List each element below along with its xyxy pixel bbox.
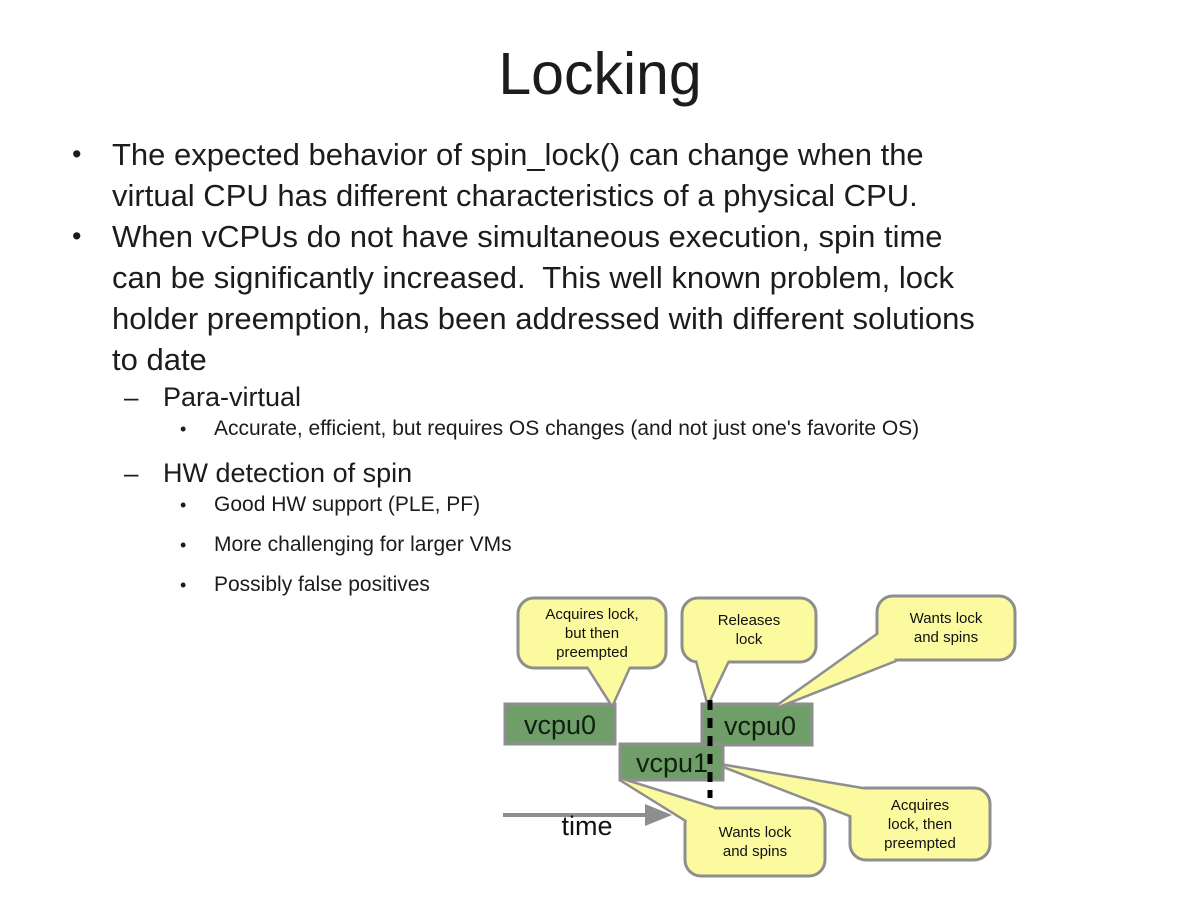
callout-wants-lock-and-spins-top-label: Wants lock and spins (909, 610, 983, 646)
callout-acquires-lock-but-then-preempted-label: Acquires lock, but then preempted (545, 605, 639, 661)
callout-acquires-lock-but-then-preempted (516, 596, 668, 707)
bullet-text: The expected behavior of spin_lock() can… (112, 137, 924, 213)
callout-acquires-lock-then-preempted (721, 763, 992, 862)
bullet-item-level-1: • When vCPUs do not have simultaneous exe… (0, 216, 1200, 380)
callout-wants-lock-and-spins-top (775, 594, 1017, 709)
callout-wants-lock-and-spins-bottom (619, 777, 827, 878)
bullet-item-level-3: • Good HW support (PLE, PF) (0, 492, 1200, 518)
callout-releases-lock-label: Releases lock (717, 612, 781, 648)
bullet-marker: • (180, 495, 187, 515)
callout-acquires-lock-then-preempted-label: Acquires lock, then preempted (884, 796, 956, 852)
bullet-marker: • (180, 535, 187, 555)
bullet-marker: – (124, 382, 139, 412)
bullet-marker: • (72, 221, 82, 251)
callout-releases-lock (680, 596, 818, 705)
diagram-svg: time vcpu0 vcpu0 vcpu1 (503, 594, 1017, 878)
callout-wants-lock-and-spins-bottom-label: Wants lock and spins (718, 824, 792, 860)
bullet-text: Para-virtual (163, 382, 302, 412)
lock-holder-preemption-diagram: time vcpu0 vcpu0 vcpu1 (480, 590, 1040, 890)
bullet-text: More challenging for larger VMs (214, 533, 512, 556)
vcpu0-bar-first (503, 702, 617, 746)
bullet-text: Accurate, efficient, but requires OS cha… (214, 417, 920, 440)
bullet-item-level-3: • Accurate, efficient, but requires OS ch… (0, 416, 1200, 442)
vcpu1-bar-label: vcpu1 (636, 748, 708, 778)
bullet-list: • The expected behavior of spin_lock() ca… (0, 134, 1200, 612)
time-axis-label: time (561, 811, 612, 841)
bullet-item-level-3: • More challenging for larger VMs (0, 532, 1200, 558)
vcpu1-bar (618, 742, 725, 782)
bullet-marker: • (72, 139, 82, 169)
bullet-item-level-1: • The expected behavior of spin_lock() ca… (0, 134, 1200, 216)
bullet-marker: • (180, 419, 187, 439)
slide-title: Locking (498, 41, 702, 107)
vcpu0-bar-first-label: vcpu0 (524, 710, 596, 740)
bullet-item-level-3: • Possibly false positives (0, 572, 1200, 598)
bullet-item-level-2: –Para-virtual (0, 380, 1200, 414)
bullet-text: Possibly false positives (214, 573, 430, 596)
bullet-text: HW detection of spin (163, 458, 413, 488)
bullet-text: When vCPUs do not have simultaneous exec… (112, 219, 975, 377)
bullet-marker: • (180, 575, 187, 595)
vcpu0-bar-second (700, 702, 814, 747)
bullet-item-level-2: –HW detection of spin (0, 456, 1200, 490)
time-axis-arrowhead-icon (645, 804, 672, 826)
vcpu0-bar-second-label: vcpu0 (724, 711, 796, 741)
bullet-text: Good HW support (PLE, PF) (214, 493, 481, 516)
bullet-marker: – (124, 458, 139, 488)
